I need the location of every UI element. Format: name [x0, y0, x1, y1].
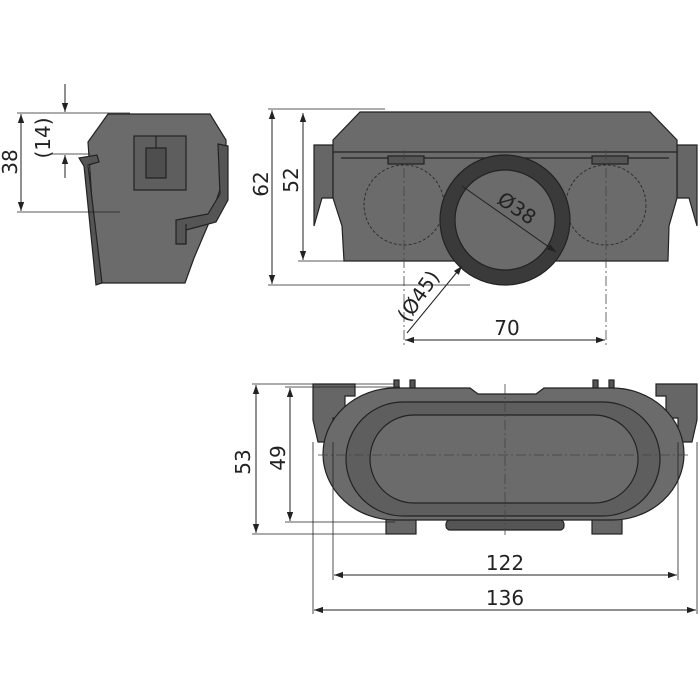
top-view: 53 49 122 136: [231, 379, 698, 614]
top-dim-122-text: 122: [486, 551, 524, 575]
top-dim-49-text: 49: [266, 445, 290, 470]
front-dim-62-text: 62: [249, 171, 273, 196]
front-dim-d45-text: (Ø45): [392, 266, 444, 326]
side-dim-14-text: (14): [31, 117, 55, 158]
front-view-tab-left: [387, 155, 425, 165]
front-view-outlet-bore: [454, 169, 556, 271]
front-dim-52-text: 52: [279, 167, 303, 192]
top-view-tab-top-3: [592, 379, 599, 389]
front-dim-d45-leader: [406, 265, 463, 334]
top-view-tab-top-2: [409, 379, 416, 389]
side-dim-38-text: 38: [0, 149, 22, 174]
front-view-tab-right: [591, 155, 629, 165]
top-view-inner-recess: [369, 414, 639, 504]
top-dim-53-text: 53: [231, 449, 255, 474]
front-view: Ø38 (Ø45) 62 52 70: [249, 108, 698, 345]
side-view: 38 (14): [0, 84, 229, 286]
front-dim-70-text: 70: [494, 316, 519, 340]
front-view-right-flange: [676, 144, 698, 227]
side-view-left-clip: [78, 154, 103, 286]
top-view-tab-top-4: [608, 379, 615, 389]
front-view-left-flange: [313, 144, 334, 227]
side-view-latch-slot: [145, 147, 167, 179]
front-dim-d38-line: [461, 185, 557, 253]
top-dim-136-text: 136: [486, 586, 524, 610]
